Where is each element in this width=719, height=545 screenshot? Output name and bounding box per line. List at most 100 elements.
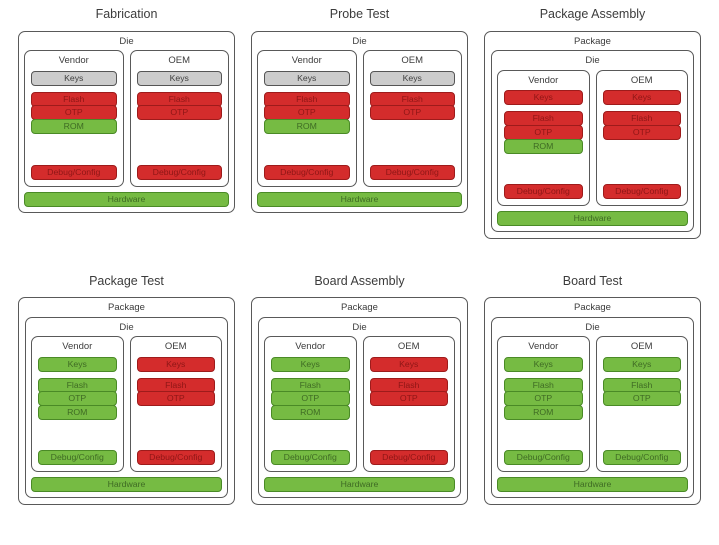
flash-block[interactable]: Flash (264, 91, 350, 107)
keys-block[interactable]: Keys (504, 90, 583, 105)
otp-block[interactable]: OTP (271, 391, 350, 407)
debug-config-block[interactable]: Debug/Config (369, 450, 448, 465)
hardware-bar[interactable]: Hardware (497, 210, 688, 226)
debug-config-block[interactable]: Debug/Config (31, 164, 117, 180)
keys-block[interactable]: Keys (602, 356, 681, 372)
debug-config-block[interactable]: Debug/Config (504, 183, 583, 199)
keys-label: Keys (297, 72, 317, 83)
keys-block[interactable]: Keys (31, 70, 117, 86)
flash-block[interactable]: Flash (136, 91, 222, 107)
otp-block[interactable]: OTP (504, 124, 583, 140)
debug-config-block[interactable]: Debug/Config (38, 450, 117, 465)
otp-block[interactable]: OTP (369, 105, 455, 121)
owner-label: OEM (168, 55, 191, 66)
keys-block[interactable]: Keys (369, 356, 448, 372)
flash-block[interactable]: Flash (38, 377, 117, 393)
rom-label: ROM (63, 121, 84, 132)
debug-config-block[interactable]: Debug/Config (369, 164, 455, 180)
hardware-bar[interactable]: Hardware (497, 477, 688, 492)
hardware-bar[interactable]: Hardware (24, 191, 229, 207)
flash-label: Flash (631, 113, 653, 124)
spacer (38, 420, 117, 450)
otp-label: OTP (64, 107, 83, 118)
debug-config-block[interactable]: Debug/Config (271, 450, 350, 465)
flash-block[interactable]: Flash (602, 111, 681, 126)
debug-config-block[interactable]: Debug/Config (602, 183, 681, 199)
otp-label: OTP (534, 126, 553, 137)
keys-block[interactable]: Keys (369, 70, 455, 86)
otp-block[interactable]: OTP (136, 391, 215, 407)
otp-block[interactable]: OTP (369, 391, 448, 407)
rom-block[interactable]: ROM (38, 405, 117, 421)
panel-title: Probe Test (329, 7, 390, 21)
spacer (603, 420, 682, 450)
otp-block[interactable]: OTP (602, 124, 681, 140)
spacer (137, 134, 223, 164)
otp-block[interactable]: OTP (264, 105, 350, 121)
owner-label: OEM (397, 341, 420, 352)
rom-block[interactable]: ROM (271, 405, 350, 421)
hardware-bar[interactable]: Hardware (264, 477, 455, 492)
package-label: Package (341, 302, 378, 313)
package-label: Package (574, 302, 611, 313)
keys-block[interactable]: Keys (38, 356, 117, 372)
keys-block[interactable]: Keys (264, 70, 350, 86)
debug-config-block[interactable]: Debug/Config (602, 450, 681, 465)
keys-label: Keys (64, 72, 84, 83)
debug-config-label: Debug/Config (280, 166, 334, 177)
debug-config-label: Debug/Config (149, 452, 203, 463)
memory-placeholder (603, 405, 682, 420)
debug-config-block[interactable]: Debug/Config (136, 450, 215, 465)
rom-block[interactable]: ROM (31, 119, 117, 135)
flash-block[interactable]: Flash (504, 111, 583, 126)
flash-block[interactable]: Flash (31, 91, 117, 107)
keys-label: Keys (402, 72, 422, 83)
memory-placeholder (370, 119, 456, 134)
otp-block[interactable]: OTP (38, 391, 117, 407)
keys-block[interactable]: Keys (271, 356, 350, 372)
flash-block[interactable]: Flash (136, 377, 215, 393)
owner-label: OEM (630, 74, 653, 86)
otp-block[interactable]: OTP (136, 105, 222, 121)
keys-block[interactable]: Keys (602, 90, 681, 105)
debug-config-block[interactable]: Debug/Config (264, 164, 350, 180)
keys-block[interactable]: Keys (136, 356, 215, 372)
flash-block[interactable]: Flash (369, 377, 448, 393)
hardware-bar[interactable]: Hardware (31, 477, 222, 492)
keys-block[interactable]: Keys (136, 70, 222, 86)
otp-block[interactable]: OTP (504, 391, 583, 407)
flash-label: Flash (532, 379, 554, 390)
die-label: Die (119, 321, 134, 333)
keys-block[interactable]: Keys (504, 356, 583, 372)
flash-block[interactable]: Flash (369, 91, 455, 107)
hardware-bar[interactable]: Hardware (257, 191, 462, 207)
otp-block[interactable]: OTP (31, 105, 117, 121)
flash-block[interactable]: Flash (602, 377, 681, 393)
rom-block[interactable]: ROM (504, 138, 583, 154)
rom-block[interactable]: ROM (504, 405, 583, 421)
owner-label: Vendor (528, 341, 559, 352)
flash-block[interactable]: Flash (504, 377, 583, 393)
otp-label: OTP (399, 393, 418, 404)
otp-block[interactable]: OTP (602, 391, 681, 407)
debug-config-block[interactable]: Debug/Config (136, 164, 222, 180)
owner-label: OEM (401, 55, 424, 66)
rom-block[interactable]: ROM (264, 119, 350, 135)
keys-label: Keys (67, 358, 87, 369)
flash-block[interactable]: Flash (271, 377, 350, 393)
debug-config-block[interactable]: Debug/Config (504, 450, 583, 465)
